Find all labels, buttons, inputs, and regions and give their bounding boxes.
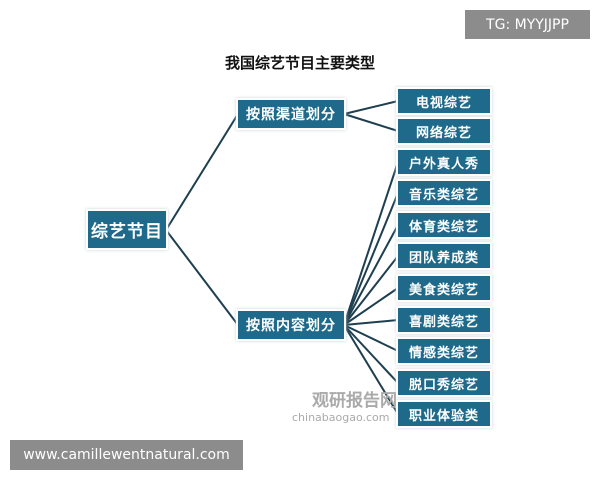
connector-line [165,113,239,231]
connector-line [343,161,399,326]
chinabaogao-logo: 观研报告网 chinabaogao.com [278,386,397,424]
leaf-node: 体育类综艺 [398,213,490,237]
branch-node: 按照渠道划分 [238,100,344,128]
connector-line [343,113,399,132]
connector-line [343,287,399,326]
leaf-node: 团队养成类 [398,244,490,268]
leaf-node: 喜剧类综艺 [398,308,490,332]
leaf-node: 职业体验类 [398,402,490,426]
leaf-node: 脱口秀综艺 [398,371,490,395]
connector-line [343,100,399,115]
leaf-node: 网络综艺 [398,119,490,143]
branch-node: 按照内容划分 [238,311,344,339]
logo-cn-text: 观研报告网 [312,391,397,411]
watermark-bottom-left: www.camillewentnatural.com [10,440,243,470]
leaf-node: 情感类综艺 [398,339,490,363]
leaf-node: 户外真人秀 [398,150,490,174]
watermark-top-right: TG: MYYJJPP [465,10,590,39]
connector-line [343,319,399,326]
leaf-node: 美食类综艺 [398,276,490,300]
connector-line [343,324,399,352]
connector-line [343,324,399,415]
connector-line [343,224,399,326]
connector-line [343,192,399,326]
connector-line [343,324,399,384]
diagram-title: 我国综艺节目主要类型 [224,54,375,72]
connector-line [343,255,399,326]
logo-en-text: chinabaogao.com [292,411,390,424]
root-node: 综艺节目 [88,211,166,248]
connector-line [165,229,239,326]
leaf-node: 音乐类综艺 [398,181,490,205]
leaf-node: 电视综艺 [398,89,490,113]
